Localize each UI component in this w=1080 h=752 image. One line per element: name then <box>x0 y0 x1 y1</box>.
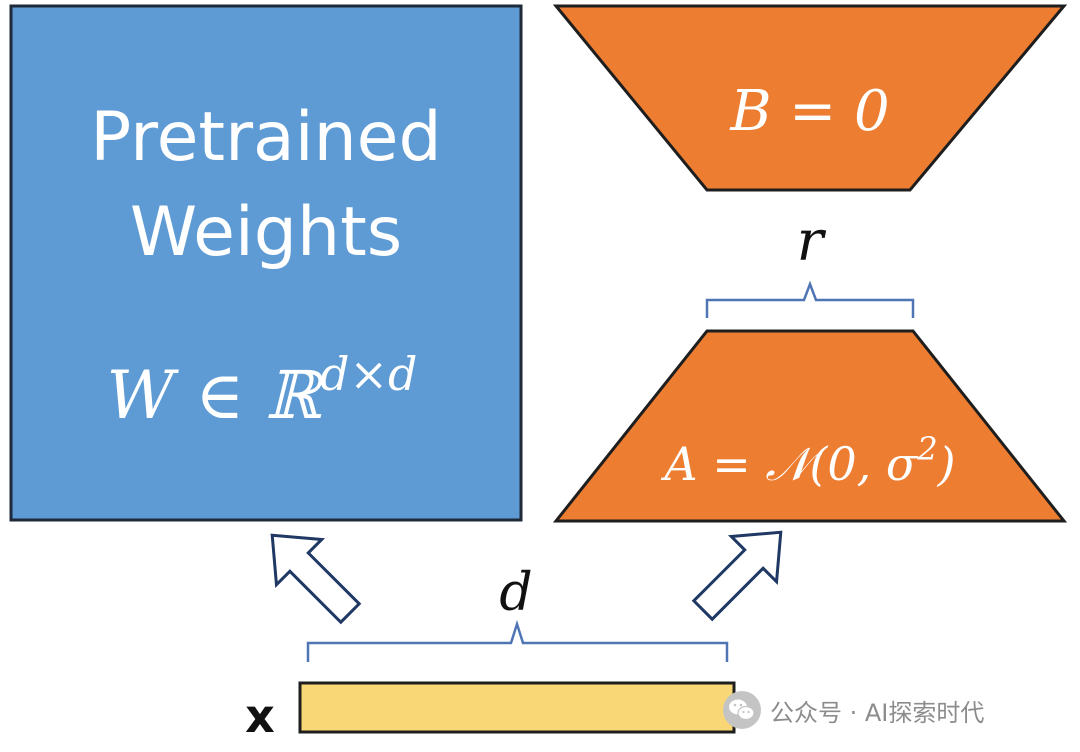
matrix-a-block <box>552 329 1068 523</box>
matrix-a-label-exponent: 2 <box>916 430 937 468</box>
arrow-to-pretrained-icon <box>270 533 362 625</box>
pretrained-formula-base: W ∈ ℝ <box>107 357 325 434</box>
dimension-label: d <box>499 563 532 623</box>
input-label: x <box>245 689 275 743</box>
input-vector <box>298 681 736 734</box>
pretrained-title-line2: Weights <box>130 193 402 272</box>
matrix-a-label-close: ) <box>937 437 956 491</box>
wechat-icon <box>723 691 761 729</box>
pretrained-formula: W ∈ ℝd×d <box>107 347 418 434</box>
matrix-a-label-base: A = 𝒩(0, σ <box>660 437 919 491</box>
watermark: 公众号 · AI探索时代 <box>722 690 984 730</box>
rank-label: r <box>797 209 827 274</box>
pretrained-title-line1: Pretrained <box>90 98 441 177</box>
pretrained-formula-exponent: d×d <box>320 347 417 401</box>
watermark-text: 公众号 · AI探索时代 <box>770 698 985 727</box>
dimension-bracket <box>306 619 729 662</box>
matrix-b-label: B = 0 <box>729 79 889 144</box>
pretrained-weights-block <box>9 4 523 522</box>
arrow-to-lora-icon <box>691 530 783 622</box>
matrix-b-block <box>552 4 1068 192</box>
matrix-a-label: A = 𝒩(0, σ2) <box>660 430 955 491</box>
rank-bracket <box>705 280 915 318</box>
